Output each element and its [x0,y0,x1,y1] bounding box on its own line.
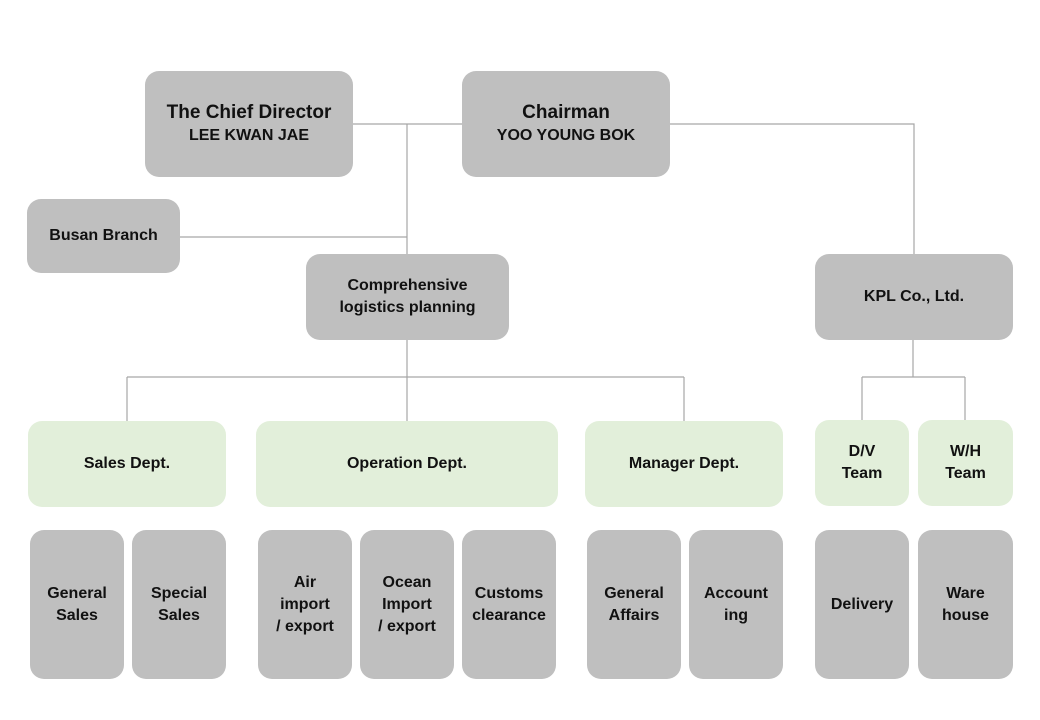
ocean-line1: Ocean [382,573,432,591]
chairman-title: Chairman [522,102,610,123]
accounting-line1: Account [704,584,768,602]
kpl-box: KPL Co., Ltd. [815,254,1013,340]
customs-line1: Customs [474,584,544,602]
sales-dept-label: Sales Dept. [83,455,171,472]
busan-branch-label: Busan Branch [49,227,158,244]
kpl-label: KPL Co., Ltd. [863,288,965,305]
warehouse-line2: house [941,606,990,624]
general-sales-box: General Sales [30,530,124,679]
wh-team-box: W/H Team [918,420,1013,506]
air-import-export-box: Air import / export [258,530,352,679]
operation-dept-box: Operation Dept. [256,421,558,507]
ocean-line2: Import [382,595,432,613]
special-sales-box: Special Sales [132,530,226,679]
accounting-box: Account ing [689,530,783,679]
dv-team-box: D/V Team [815,420,909,506]
dv-team-line2: Team [841,465,883,482]
wh-team-line2: Team [945,465,986,482]
logistics-planning-line2: logistics planning [339,299,476,316]
manager-dept-box: Manager Dept. [585,421,783,507]
general-sales-line2: Sales [56,606,98,624]
air-line2: import [280,595,330,613]
general-affairs-box: General Affairs [587,530,681,679]
air-line3: / export [276,617,334,635]
special-sales-line1: Special [150,584,208,602]
ocean-line3: / export [378,617,436,635]
sales-dept-box: Sales Dept. [28,421,226,507]
chief-director-name: LEE KWAN JAE [188,127,309,144]
manager-dept-label: Manager Dept. [628,455,740,472]
delivery-box: Delivery [815,530,909,679]
logistics-planning-box: Comprehensive logistics planning [306,254,509,340]
connector-chairman-kpl [670,123,915,255]
busan-branch-box: Busan Branch [27,199,180,273]
customs-line2: clearance [472,606,546,624]
general-affairs-line1: General [604,584,664,602]
chairman-name: YOO YOUNG BOK [496,127,636,144]
dv-team-line1: D/V [848,443,876,460]
warehouse-box: Ware house [918,530,1013,679]
delivery-label: Delivery [830,595,894,613]
general-sales-line1: General [47,584,107,602]
ocean-import-export-box: Ocean Import / export [360,530,454,679]
chairman-box: Chairman YOO YOUNG BOK [462,71,670,177]
operation-dept-label: Operation Dept. [346,455,467,472]
warehouse-line1: Ware [946,584,985,602]
general-affairs-line2: Affairs [608,606,660,624]
special-sales-line2: Sales [158,606,200,624]
chief-director-title: The Chief Director [166,102,332,123]
customs-clearance-box: Customs clearance [462,530,556,679]
air-line1: Air [293,573,317,591]
accounting-line2: ing [724,606,748,624]
logistics-planning-line1: Comprehensive [347,277,468,294]
wh-team-line1: W/H [949,443,982,460]
chief-director-box: The Chief Director LEE KWAN JAE [145,71,353,177]
